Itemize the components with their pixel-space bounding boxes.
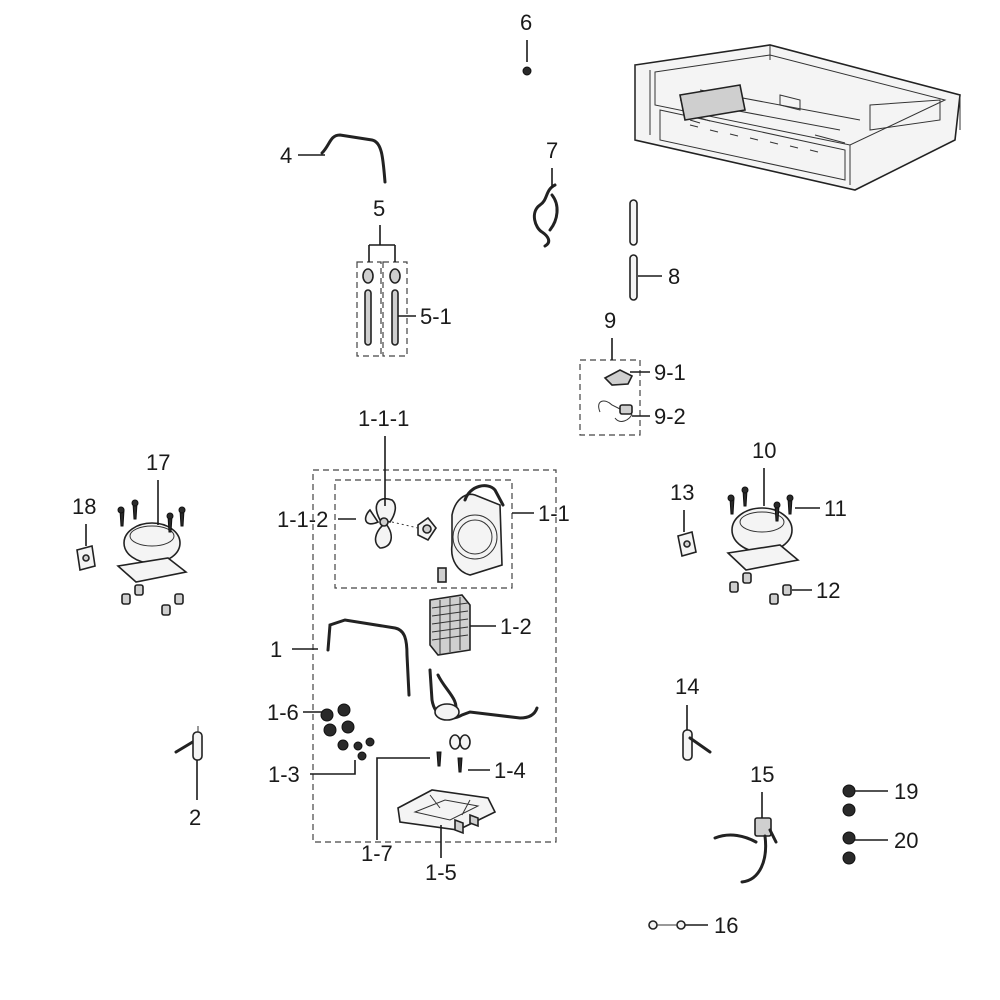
part-17-compressor [116,499,188,616]
label-1-3: 1-3 [268,762,300,787]
part-1-2-condenser [429,594,471,656]
label-19: 19 [894,779,918,804]
part-fan-shroud [437,484,505,583]
label-9-1: 9-1 [654,360,686,385]
label-1-5: 1-5 [425,860,457,885]
label-11: 11 [824,496,847,521]
label-12: 12 [816,578,840,603]
part-5-clamp-set [356,261,408,357]
label-15: 15 [750,762,774,787]
label-1: 1 [270,637,282,662]
part-7-pipe [532,183,559,248]
part-16-washers [648,920,686,930]
label-18: 18 [72,494,96,519]
label-9: 9 [604,308,616,333]
part-18-relay [76,544,96,572]
part-1-4-clips [436,734,471,773]
part-fan-motor [391,516,437,542]
label-20: 20 [894,828,918,853]
part-1-pipe-assembly [326,618,539,721]
part-19-grommets [842,784,856,817]
group-1-1-outline [334,479,513,589]
part-15-valve [713,817,778,884]
label-16: 16 [714,913,738,938]
label-9-2: 9-2 [654,404,686,429]
part-14-drier [682,729,712,761]
leader-5 [368,225,396,262]
part-4-pipe [320,133,387,184]
label-6: 6 [520,10,532,35]
label-5: 5 [373,196,385,221]
label-14: 14 [675,674,699,699]
leader-1-3 [310,760,356,775]
label-1-7: 1-7 [361,841,393,866]
part-1-1-1-fan-blade [364,498,397,549]
part-13-relay [677,530,697,558]
part-1-6-grommets [320,703,355,751]
part-2-drier [174,726,203,761]
label-2: 2 [189,805,201,830]
label-8: 8 [668,264,680,289]
part-1-5-bracket [397,789,497,835]
label-1-2: 1-2 [500,614,532,639]
part-1-3-bushings [353,737,375,761]
part-8-tube [629,199,638,301]
label-7: 7 [546,138,558,163]
group-1-outline [312,469,557,843]
part-9-sensor-set [579,359,641,436]
label-1-1-2: 1-1-2 [277,507,328,532]
base-frame-assembly [634,44,961,191]
label-1-1: 1-1 [538,501,570,526]
label-4: 4 [280,143,292,168]
part-6-screw [522,66,532,76]
label-5-1: 5-1 [420,304,452,329]
label-13: 13 [670,480,694,505]
label-1-4: 1-4 [494,758,526,783]
part-10-compressor [726,486,800,605]
part-20-grommets [842,831,856,865]
label-10: 10 [752,438,776,463]
label-1-6: 1-6 [267,700,299,725]
label-17: 17 [146,450,170,475]
label-1-1-1: 1-1-1 [358,406,409,431]
leader-1-7 [376,757,430,840]
